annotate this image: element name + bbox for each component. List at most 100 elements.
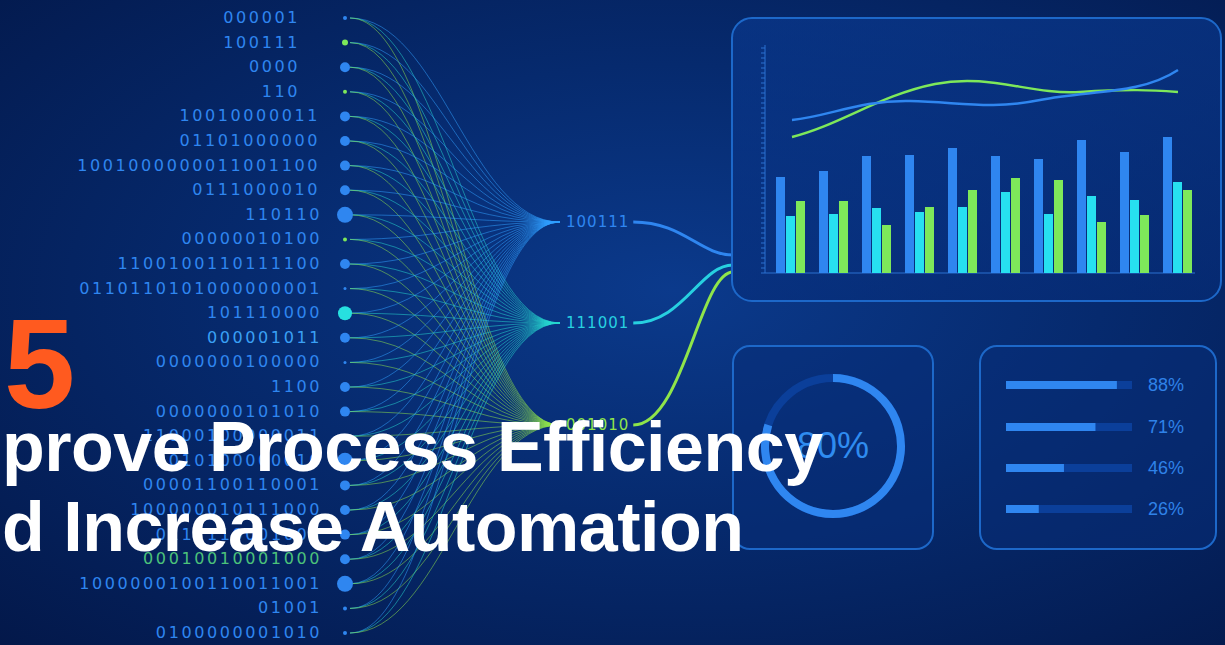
axis-tick <box>761 258 765 259</box>
bar <box>1173 182 1182 273</box>
node-dot <box>340 333 350 343</box>
chart-bars <box>776 137 1192 273</box>
fan-line <box>350 264 560 425</box>
percent-label: 71% <box>1148 417 1184 438</box>
link-line <box>633 222 733 255</box>
node-dot <box>340 185 350 195</box>
axis-tick <box>761 113 765 114</box>
progress-fill <box>1006 464 1064 472</box>
bar <box>1130 200 1139 273</box>
bar <box>1054 180 1063 273</box>
headline: d Increase Automation <box>2 492 744 562</box>
node-dot <box>342 40 348 46</box>
progress-panel: 88%71%46%26% <box>979 345 1217 550</box>
axis-tick <box>761 223 765 224</box>
axis-tick <box>761 48 765 49</box>
fan-line <box>350 323 560 412</box>
binary-row: 10010000011 <box>179 106 320 126</box>
node-dot <box>344 361 347 364</box>
node-dot <box>343 90 347 94</box>
axis-tick <box>761 158 765 159</box>
bar <box>1140 215 1149 273</box>
axis-tick <box>761 213 765 214</box>
progress-fill <box>1006 505 1039 513</box>
bar <box>948 148 957 273</box>
percent-label: 26% <box>1148 499 1184 520</box>
axis-tick <box>761 218 765 219</box>
fan-line <box>350 67 560 222</box>
bar <box>1044 214 1053 273</box>
progress-track <box>1006 464 1132 472</box>
axis-tick <box>761 93 765 94</box>
axis-tick <box>761 118 765 119</box>
axis-tick <box>761 68 765 69</box>
axis-tick <box>761 268 765 269</box>
axis-tick <box>761 128 765 129</box>
bar <box>872 208 881 273</box>
axis-tick <box>761 263 765 264</box>
code-label: 111001 <box>566 314 629 332</box>
fan-line <box>350 116 560 222</box>
bar <box>776 177 785 273</box>
axis-tick <box>761 143 765 144</box>
axis-tick <box>761 103 765 104</box>
progress-track <box>1006 423 1132 431</box>
progress-fill <box>1006 381 1117 389</box>
progress-track <box>1006 505 1132 513</box>
bar <box>915 212 924 273</box>
bar <box>819 171 828 273</box>
axis-tick <box>761 183 765 184</box>
fan-line <box>350 141 560 222</box>
fan-line <box>350 92 560 323</box>
binary-row: 01001 <box>258 598 322 618</box>
binary-row: 0100000001010 <box>156 623 322 643</box>
fan-line <box>350 166 560 222</box>
bar <box>968 190 977 273</box>
node-dot <box>337 207 353 223</box>
axis-tick <box>761 233 765 234</box>
fan-line <box>350 67 560 323</box>
binary-row: 0000 <box>249 57 300 77</box>
bar <box>1097 222 1106 273</box>
axis-tick <box>761 73 765 74</box>
bar <box>958 207 967 273</box>
bar <box>829 214 838 273</box>
binary-row: 000001 <box>223 8 300 28</box>
node-dot <box>343 237 347 241</box>
axis-tick <box>761 78 765 79</box>
axis-tick <box>761 88 765 89</box>
bar <box>1120 152 1129 273</box>
fan-line <box>350 222 560 535</box>
bar <box>862 156 871 273</box>
fan-line <box>350 215 560 323</box>
axis-tick <box>761 253 765 254</box>
axis-tick <box>761 208 765 209</box>
blue-trend-line <box>792 70 1178 120</box>
binary-row: 0000000100000 <box>156 352 322 372</box>
node-dot <box>343 606 347 610</box>
fan-line <box>350 67 560 425</box>
axis-tick <box>761 188 765 189</box>
fan-line <box>350 222 560 412</box>
fan-line <box>350 18 560 425</box>
node-dot <box>344 287 347 290</box>
binary-row: 00000010100 <box>181 229 322 249</box>
axis-tick <box>761 148 765 149</box>
bar <box>1077 140 1086 273</box>
axis-tick <box>761 168 765 169</box>
node-dot <box>338 306 352 320</box>
axis-tick <box>761 58 765 59</box>
fan-line <box>350 43 560 323</box>
bar <box>1163 137 1172 273</box>
chart-axis <box>761 45 1195 273</box>
bar <box>882 225 891 273</box>
fan-line <box>350 215 560 425</box>
axis-tick <box>761 108 765 109</box>
bar <box>796 201 805 273</box>
bar <box>1011 178 1020 273</box>
node-dot <box>343 16 347 20</box>
axis-tick <box>761 203 765 204</box>
link-line <box>633 265 733 323</box>
bar <box>786 216 795 273</box>
axis-tick <box>761 133 765 134</box>
